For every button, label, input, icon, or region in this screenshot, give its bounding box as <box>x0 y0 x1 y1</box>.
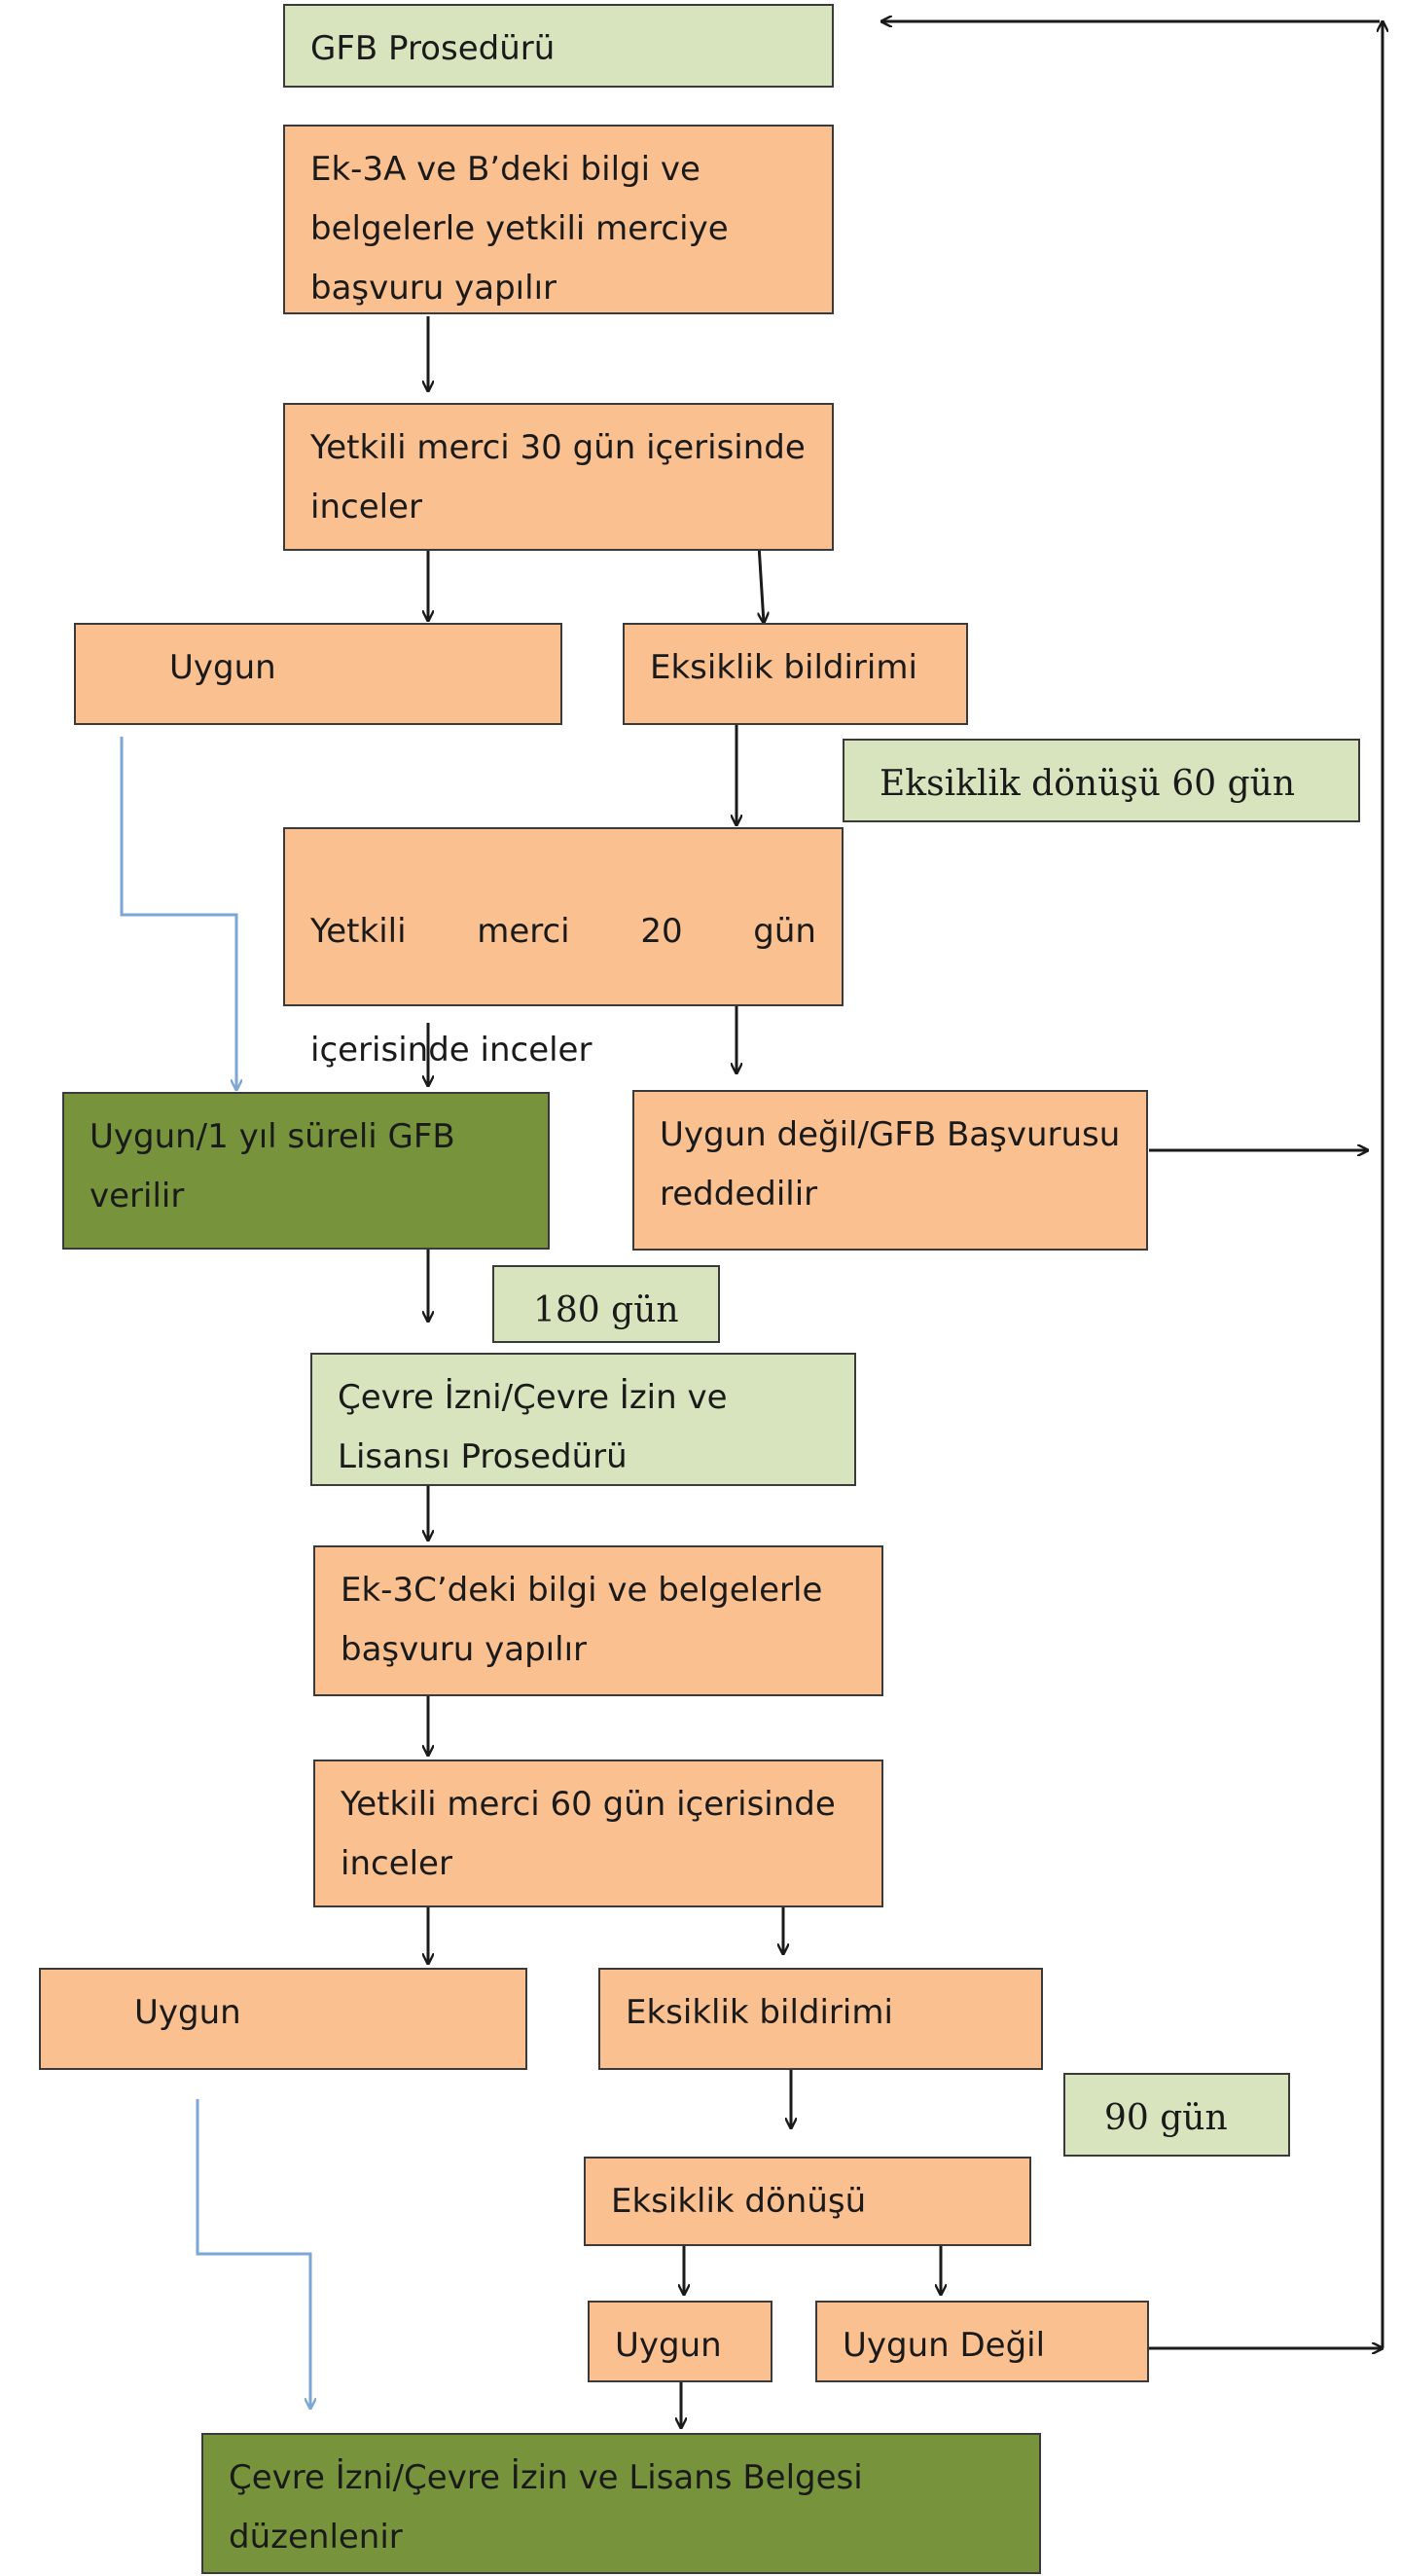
certificate-issued-box: Çevre İzni/Çevre İzin ve Lisans Belgesi … <box>201 2433 1041 2574</box>
deficiency-return-60-box: Eksiklik dönüşü 60 gün <box>843 739 1360 822</box>
deficiency-box-2: Eksiklik bildirimi <box>598 1968 1043 2070</box>
review-20-word-2: merci <box>477 912 570 951</box>
deficiency-box-1: Eksiklik bildirimi <box>623 623 968 725</box>
review-20-word-4: gün <box>753 912 816 951</box>
apply-ek3ab-box: Ek-3A ve B’deki bilgi ve belgelerle yetk… <box>283 125 834 314</box>
days-90-box: 90 gün <box>1063 2073 1290 2157</box>
review-20-box: Yetkili merci 20 gün içerisinde inceler <box>283 827 844 1070</box>
review-60-box: Yetkili merci 60 gün içerisinde inceler <box>313 1760 883 1907</box>
gfb-procedure-box: GFB Prosedürü <box>283 4 834 88</box>
suitable-box-2: Uygun <box>39 1968 527 2070</box>
suitable-box-1: Uygun <box>74 623 562 725</box>
blue-arrow-suitable2-to-certificate <box>196 2099 310 2409</box>
suitable-box-3: Uygun <box>588 2301 772 2382</box>
review-20-word-1: Yetkili <box>310 912 407 951</box>
review-20-word-3: 20 <box>640 912 683 951</box>
gfb-granted-box: Uygun/1 yıl süreli GFB verilir <box>62 1092 550 1250</box>
blue-arrow-suitable-to-granted <box>120 737 236 1090</box>
deficiency-return-box: Eksiklik dönüşü <box>584 2157 1031 2246</box>
gfb-rejected-box: Uygun değil/GFB Başvurusu reddedilir <box>632 1090 1148 1251</box>
apply-ek3c-box: Ek-3C’deki bilgi ve belgelerle başvuru y… <box>313 1545 883 1696</box>
env-permit-procedure-box: Çevre İzni/Çevre İzin ve Lisansı Prosedü… <box>310 1353 856 1486</box>
days-180-box: 180 gün <box>492 1265 720 1343</box>
review-30-box: Yetkili merci 30 gün içerisinde inceler <box>283 403 834 551</box>
arrow-review30-to-deficiency <box>759 544 764 623</box>
review-20-line1: Yetkili merci 20 gün <box>310 902 816 961</box>
not-suitable-box: Uygun Değil <box>815 2301 1149 2382</box>
review-20-line2: içerisinde inceler <box>310 1031 593 1070</box>
